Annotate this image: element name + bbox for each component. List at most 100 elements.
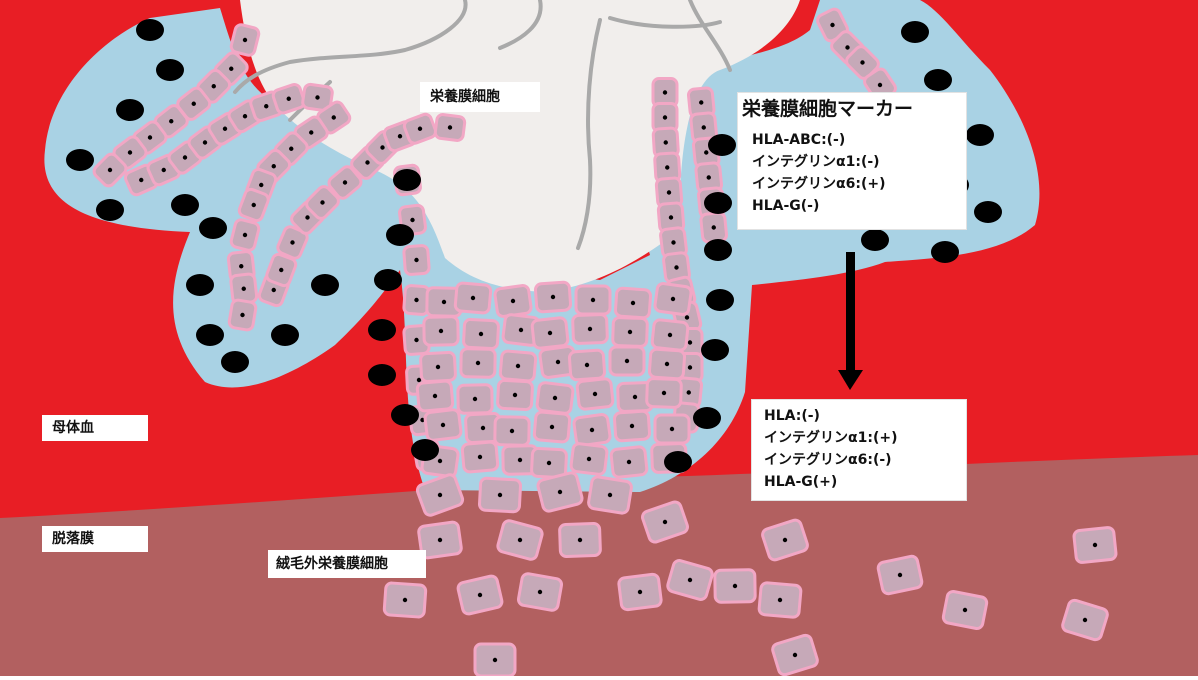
trophoblast-cell <box>715 570 756 603</box>
trophoblast-cell <box>420 352 455 382</box>
trophoblast-cell <box>700 212 727 242</box>
syncytial-nucleus <box>931 241 959 263</box>
syncytial-nucleus <box>66 149 94 171</box>
syncytial-nucleus <box>693 407 721 429</box>
trophoblast-cell <box>654 283 692 315</box>
syncytial-nucleus <box>116 99 144 121</box>
syncytial-nucleus <box>701 339 729 361</box>
trophoblast-cell <box>655 415 689 443</box>
trophoblast-cell <box>614 411 650 441</box>
marker-top-line-3: インテグリンα6:(+) <box>752 173 966 195</box>
trophoblast-cell <box>536 382 573 414</box>
decidua-label: 脱落膜 <box>42 526 148 552</box>
syncytial-nucleus <box>96 199 124 221</box>
trophoblast-cell <box>435 114 466 141</box>
syncytial-nucleus <box>704 192 732 214</box>
marker-bottom-line-2: インテグリンα1:(+) <box>764 427 966 449</box>
syncytial-nucleus <box>706 289 734 311</box>
syncytial-nucleus <box>974 201 1002 223</box>
syncytial-nucleus <box>368 364 396 386</box>
trophoblast-cell <box>479 478 521 512</box>
syncytial-nucleus <box>136 19 164 41</box>
extravillous-trophoblast-label: 絨毛外栄養膜細胞 <box>268 550 426 578</box>
syncytial-nucleus <box>924 69 952 91</box>
trophoblast-cell <box>577 378 614 409</box>
trophoblast-cell <box>611 446 648 477</box>
marker-top-line-1: HLA-ABC:(-) <box>752 129 966 151</box>
trophoblast-cell <box>462 442 498 473</box>
trophoblast-cell <box>230 219 260 252</box>
syncytial-nucleus <box>271 324 299 346</box>
trophoblast-cell <box>455 283 491 314</box>
marker-bottom-line-3: インテグリンα6:(-) <box>764 449 966 471</box>
syncytial-nucleus <box>393 169 421 191</box>
trophoblast-cell <box>569 350 605 380</box>
trophoblast-cell <box>494 285 532 317</box>
trophoblast-cell <box>576 286 610 314</box>
syncytial-nucleus <box>391 404 419 426</box>
syncytial-nucleus <box>196 324 224 346</box>
syncytial-nucleus <box>368 319 396 341</box>
trophoblast-cell <box>573 314 608 343</box>
trophoblast-cell <box>613 317 648 346</box>
syncytial-nucleus <box>664 451 692 473</box>
marker-box-top-lines: HLA-ABC:(-) インテグリンα1:(-) インテグリンα6:(+) HL… <box>738 129 966 225</box>
marker-box-bottom: HLA:(-) インテグリンα1:(+) インテグリンα6:(-) HLA-G(… <box>752 400 966 500</box>
trophoblast-cell <box>649 349 685 379</box>
trophoblast-cell <box>518 573 563 611</box>
trophoblast-cell <box>230 24 260 57</box>
marker-top-line-2: インテグリンα1:(-) <box>752 151 966 173</box>
trophoblast-cell <box>618 574 662 611</box>
syncytial-nucleus <box>186 274 214 296</box>
trophoblast-cell <box>532 317 569 348</box>
syncytial-nucleus <box>199 217 227 239</box>
trophoblast-cell <box>424 317 458 346</box>
trophoblast-cell <box>457 575 503 615</box>
trophoblast-label: 栄養膜細胞 <box>420 82 540 112</box>
trophoblast-cell <box>500 351 536 382</box>
trophoblast-cell <box>403 245 429 275</box>
syncytial-nucleus <box>374 269 402 291</box>
syncytial-nucleus <box>411 439 439 461</box>
trophoblast-cell <box>559 523 600 556</box>
syncytial-nucleus <box>861 229 889 251</box>
marker-bottom-line-1: HLA:(-) <box>764 405 966 427</box>
trophoblast-cell <box>497 380 532 410</box>
marker-bottom-line-4: HLA-G(+) <box>764 471 966 493</box>
syncytial-nucleus <box>386 224 414 246</box>
trophoblast-cell <box>384 583 426 618</box>
trophoblast-cell <box>228 299 256 331</box>
syncytial-nucleus <box>171 194 199 216</box>
trophoblast-cell <box>647 378 682 407</box>
trophoblast-cell <box>588 476 633 514</box>
trophoblast-cell <box>535 282 571 312</box>
trophoblast-cell <box>615 288 651 318</box>
trophoblast-cell <box>458 385 492 414</box>
trophoblast-cell <box>463 319 498 349</box>
trophoblast-cell <box>942 590 987 629</box>
trophoblast-cell <box>570 443 607 475</box>
trophoblast-cell <box>424 409 461 441</box>
maternal-blood-label: 母体血 <box>42 415 148 441</box>
syncytial-nucleus <box>156 59 184 81</box>
trophoblast-cell <box>652 319 689 350</box>
trophoblast-cell <box>475 644 515 676</box>
trophoblast-cell <box>461 349 495 378</box>
syncytial-nucleus <box>966 124 994 146</box>
trophoblast-cell <box>531 448 566 478</box>
trophoblast-cell <box>1073 527 1116 563</box>
trophoblast-cell <box>417 381 453 412</box>
trophoblast-cell <box>495 417 529 446</box>
trophoblast-cell <box>610 347 644 375</box>
marker-box-top: 栄養膜細胞マーカー HLA-ABC:(-) インテグリンα1:(-) インテグリ… <box>738 93 966 229</box>
syncytial-nucleus <box>708 134 736 156</box>
marker-top-line-4: HLA-G(-) <box>752 195 966 217</box>
trophoblast-cell <box>534 412 570 443</box>
syncytial-nucleus <box>311 274 339 296</box>
trophoblast-cell <box>573 414 611 446</box>
trophoblast-cell <box>230 274 257 304</box>
syncytial-nucleus <box>704 239 732 261</box>
syncytial-nucleus <box>901 21 929 43</box>
